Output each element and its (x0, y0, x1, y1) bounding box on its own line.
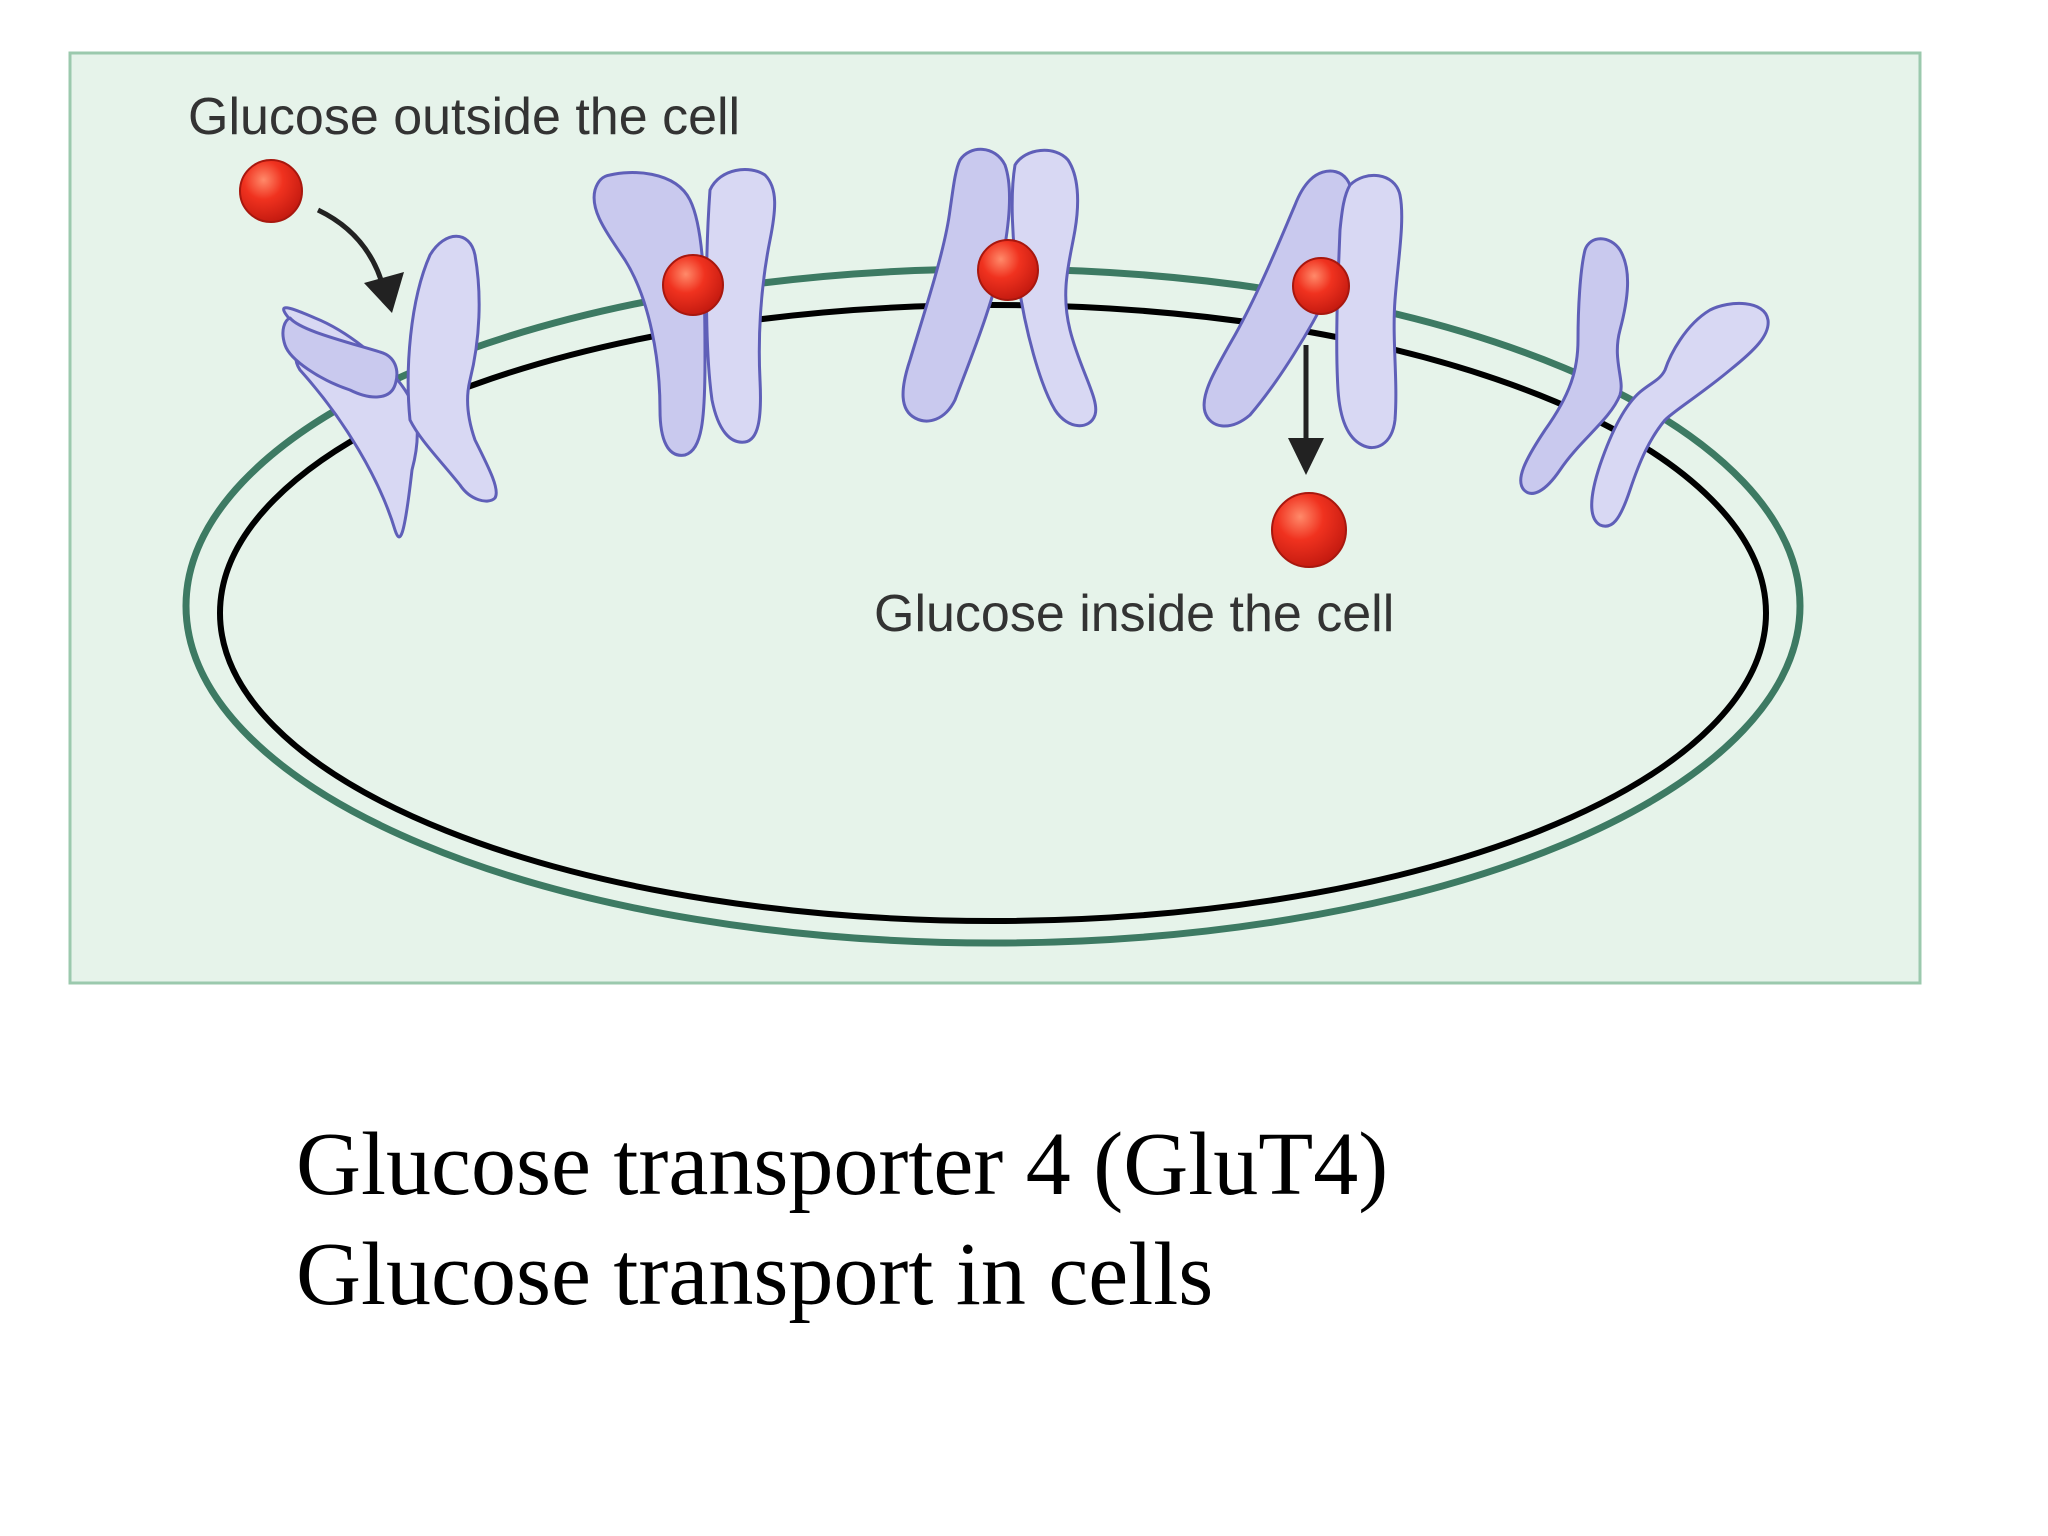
glucose-molecule-inside (1271, 492, 1347, 568)
glut4-transporter-2 (592, 168, 777, 457)
caption-line-1: Glucose transporter 4 (GluT4) (296, 1115, 1389, 1214)
arrow-into-cell-head (1288, 438, 1324, 475)
label-glucose-outside: Glucose outside the cell (188, 88, 740, 146)
inner-cell-membrane (217, 302, 1769, 924)
glut4-transporter-4 (1202, 169, 1404, 450)
glucose-molecule-bound-3 (1292, 257, 1350, 315)
caption-line-2: Glucose transport in cells (296, 1225, 1214, 1324)
label-glucose-inside: Glucose inside the cell (874, 585, 1394, 643)
glut4-transporter-3 (901, 147, 1098, 428)
glut4-transporter-1 (281, 234, 498, 539)
slide-caption: Glucose transporter 4 (GluT4) Glucose tr… (296, 1110, 1388, 1330)
glucose-molecule-bound-1 (662, 254, 724, 316)
arrow-to-transporter-head (364, 272, 404, 313)
glut4-transporter-5 (1519, 237, 1770, 528)
glucose-molecule-outside (239, 159, 303, 223)
glucose-molecule-bound-2 (977, 239, 1039, 301)
